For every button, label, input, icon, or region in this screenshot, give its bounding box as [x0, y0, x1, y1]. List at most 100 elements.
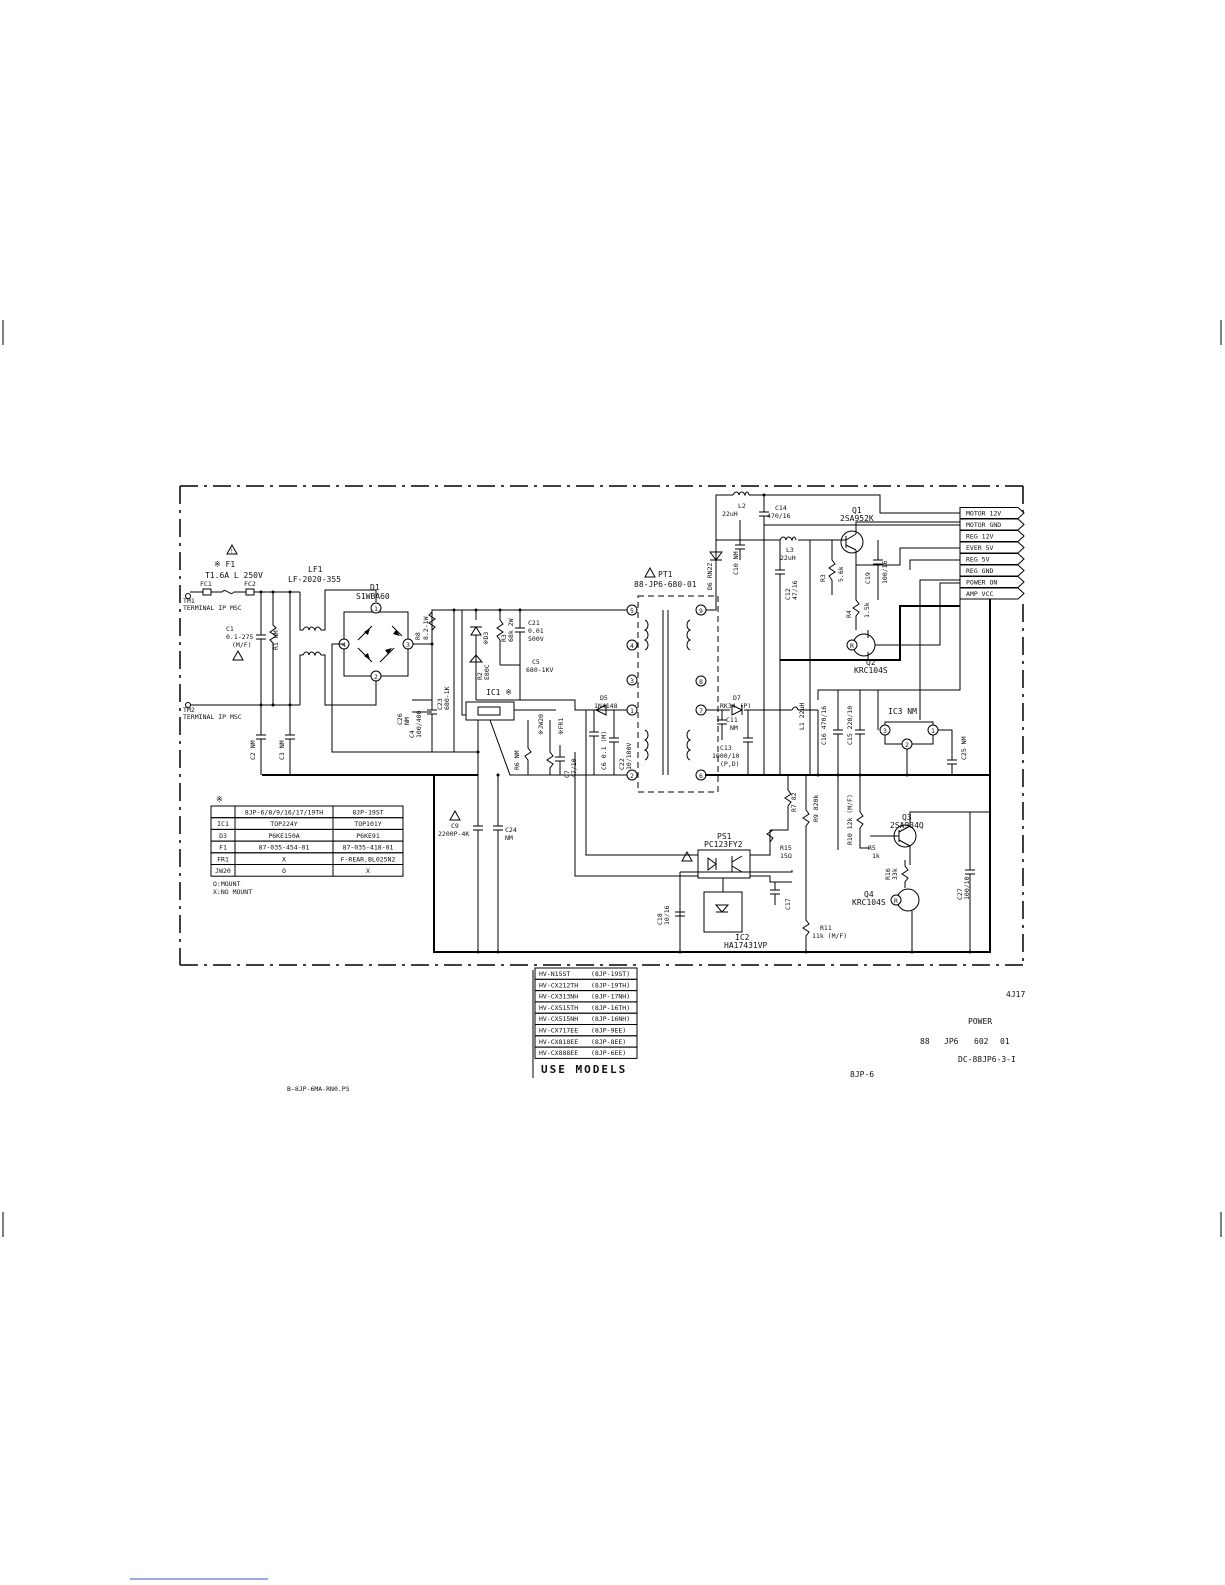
model-name: HV-CX818EE	[539, 1038, 578, 1046]
c7-value: 47/10	[570, 758, 578, 778]
q3-label: Q3	[902, 813, 912, 822]
connector-pin-label: REG 12V	[966, 533, 993, 541]
connector-pin	[959, 530, 1025, 542]
q1-label: Q1	[852, 506, 862, 515]
c23-value: 680-1K	[443, 686, 451, 710]
model-name: HV-CX888EE	[539, 1049, 578, 1057]
tm1-label: TM1	[183, 597, 195, 605]
d7-value: RK34 (P)	[720, 702, 751, 710]
title-doc: DC-88JP6-3-I	[958, 1055, 1016, 1064]
table-cell: X	[282, 855, 286, 863]
c21-volt: 500V	[528, 635, 544, 643]
tm1-terminal	[185, 593, 191, 599]
table-cell: 87-035-454-01	[259, 844, 310, 852]
model-name: HV-CX212TH	[539, 981, 578, 989]
model-code: (8JP-19TH)	[591, 981, 630, 989]
fc1-label: FC1	[200, 580, 212, 588]
l1-label: L1 22uH	[798, 703, 806, 730]
q2-label: Q2	[866, 658, 876, 667]
tm2-label: TM2	[183, 706, 195, 714]
title-block: 4J17 POWER 88 JP6 602 01 DC-88JP6-3-I 8J…	[850, 990, 1025, 1079]
connector-pin	[959, 518, 1025, 531]
c10-label: C10 NM	[732, 551, 740, 575]
l3-label: L3	[786, 546, 794, 554]
fr1-label: ※FR1	[557, 718, 565, 735]
tm1-desc: TERMINAL IP MSC	[183, 604, 242, 612]
svg-text:!: !	[230, 548, 234, 555]
tm2-desc: TERMINAL IP MSC	[183, 713, 242, 721]
board-outline	[179, 485, 1024, 966]
c14-label: C14	[775, 504, 787, 512]
c7-label: C7	[563, 770, 571, 778]
model-name: HV-CX515NH	[539, 1015, 578, 1023]
feedback-section: PS1 PC123FY2 R15 15Ω R7 82 R9 820k R11 1…	[262, 710, 991, 954]
svg-text:6: 6	[699, 772, 703, 780]
svg-text:9: 9	[699, 607, 703, 615]
q1-symbol	[840, 530, 864, 554]
title-model: 8JP-6	[850, 1070, 874, 1079]
q1-part: 2SA952K	[840, 514, 874, 523]
c15-label: C15 220/10	[846, 706, 854, 745]
svg-text:3: 3	[883, 727, 887, 735]
r3b-label: R3	[819, 574, 827, 582]
ic2-part: HA17431VP	[724, 941, 768, 950]
warning-icon	[232, 649, 244, 661]
r8-value: 8.2-1W	[422, 616, 430, 640]
table-cell: O	[282, 867, 286, 875]
connector-pin-label: MOTOR 12V	[966, 510, 1001, 518]
connector-pin	[959, 541, 1025, 554]
f1-mark: ※ F1	[214, 560, 235, 569]
r11-label: R11	[820, 924, 832, 932]
c1-note: (M/F)	[232, 641, 252, 649]
r1-label: R1 NM	[272, 630, 280, 650]
connector-pin	[959, 564, 1025, 577]
model-name: HV-N15ST	[539, 970, 570, 978]
r2-label: R2	[476, 672, 484, 680]
transformer-pt1: PT1 88-JP6-680-01 5 4 3 1 2 9 8 7 6	[560, 566, 719, 793]
pt1-part: 88-JP6-680-01	[634, 580, 697, 589]
svg-text:3: 3	[406, 641, 410, 649]
warning-icon	[644, 566, 656, 578]
c4-value: 100/400	[415, 711, 423, 738]
table-cell: 8JP-6/8/9/16/17/19TH	[245, 809, 323, 817]
r8-label: R8	[414, 632, 422, 640]
model-code: (8JP-8EE)	[591, 1038, 626, 1046]
model-code: (8JP-16TH)	[591, 1004, 630, 1012]
fc2-label: FC2	[244, 580, 256, 588]
table-cell: JW20	[215, 867, 231, 875]
table-cell: P6KE150A	[268, 832, 299, 840]
q2-part: KRC104S	[854, 666, 888, 675]
svg-text:7: 7	[699, 707, 703, 715]
r3b-value: 5.6k	[837, 566, 845, 582]
svg-text:4: 4	[342, 641, 346, 649]
l2-label: L2	[738, 502, 746, 510]
connector-pin	[959, 587, 1025, 600]
c19-value: 100/16	[881, 560, 889, 584]
lf1-label: LF1	[308, 565, 323, 574]
svg-text:8: 8	[699, 678, 703, 686]
r7-label: R7 82	[790, 792, 798, 812]
r11-value: 11k (M/F)	[812, 932, 847, 940]
title-part-d: 01	[1000, 1037, 1010, 1046]
lf1-coil-b	[302, 651, 322, 657]
use-models-caption: USE MODELS	[541, 1063, 627, 1076]
c19-label: C19	[864, 572, 872, 584]
r3-value: 68k 2W	[507, 618, 515, 642]
d1-part: S1WBA60	[356, 592, 390, 601]
d5-label: D5	[600, 694, 608, 702]
legend-mount: O:MOUNT	[213, 880, 240, 888]
ac-input: TM1 TERMINAL IP MSC TM2 TERMINAL IP MSC …	[183, 543, 377, 775]
c22-value: 10/100V	[625, 743, 633, 770]
r4-value: 1.5k	[863, 602, 871, 618]
svg-text:2: 2	[374, 673, 378, 681]
c1-label: C1	[226, 625, 234, 633]
c5-label: C5	[532, 658, 540, 666]
model-code: (8JP-6EE)	[591, 1049, 626, 1057]
use-models-table: HV-N15ST(8JP-19ST)HV-CX212TH(8JP-19TH)HV…	[532, 967, 638, 1078]
secondary-outputs: L2 22uH D6 RN2Z C10 NM C14 470/16 L3 22u…	[705, 491, 991, 777]
r16-value: 33k	[891, 868, 899, 880]
table-cell: TOP101Y	[354, 820, 381, 828]
connector-pin-label: REG 5V	[966, 556, 990, 564]
